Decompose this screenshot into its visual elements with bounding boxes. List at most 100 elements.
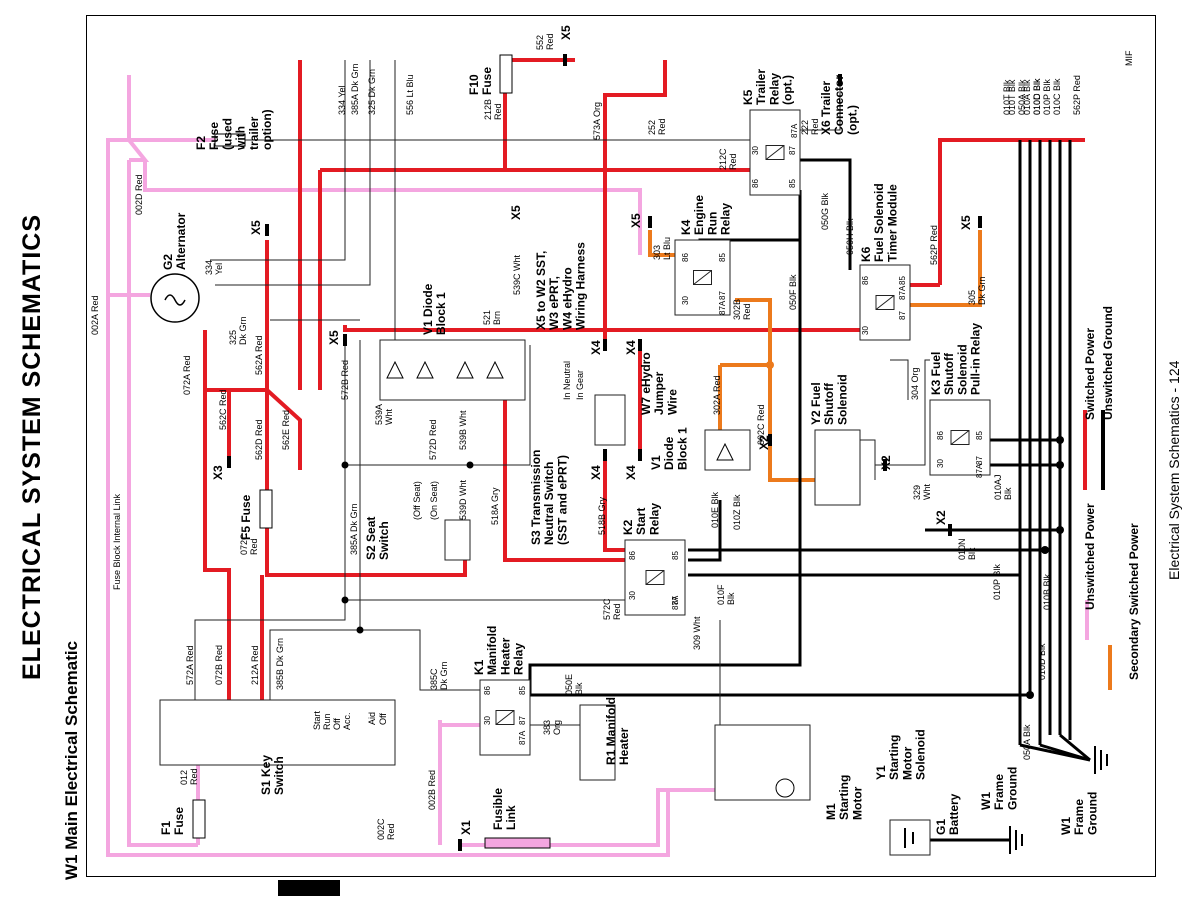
wire-label: 010D Blk: [1037, 643, 1047, 680]
wire-y2: [860, 439, 876, 480]
relay-pin-label: 87: [788, 146, 797, 155]
connector-pin: [978, 216, 982, 228]
wire-label: 010AJBlk: [993, 474, 1013, 500]
wire-label: 010B Blk: [1042, 573, 1052, 610]
wire-label: 002B Red: [427, 770, 437, 810]
relay-pin-label: 87A: [718, 300, 727, 315]
wire-label: 385A Dk Grn: [349, 503, 359, 555]
wire-label: 302C Red: [756, 404, 766, 445]
wire-label: 562C Red: [218, 389, 228, 430]
wire-305: [905, 230, 982, 307]
diode-symbol: [386, 360, 404, 379]
wire-385c: [360, 629, 480, 691]
relay-pin-label: 30: [681, 296, 690, 305]
wire-label: 325Dk Grn: [228, 316, 248, 345]
wire-label: 010T Blk: [1002, 79, 1012, 115]
label-f2: F2Fuse(usedwithtraileroption): [194, 109, 274, 151]
wire-layer: [106, 58, 1091, 857]
key-switch-s1: [159, 699, 396, 766]
wire-562e: [265, 388, 302, 470]
relay-pin-label: 86: [483, 686, 492, 695]
wire-label: 385A Dk Grn: [350, 63, 360, 115]
relay-coil-diagonal: [875, 295, 895, 310]
label-g2: G2Alternator: [161, 212, 188, 270]
connector-pin: [227, 456, 231, 468]
wire-label: 050A Blk: [1017, 79, 1027, 115]
label-v1-a: V1 DiodeBlock 1: [421, 283, 448, 335]
relay-pin-label: 30: [861, 326, 870, 335]
wire-label: 309 Wht: [692, 616, 702, 650]
label-x3: X3: [211, 465, 225, 480]
wire-label: 302A Red: [712, 375, 722, 415]
label-k6: K6Fuel SolenoidTimer Module: [859, 183, 899, 262]
wire-label: 572D Red: [428, 419, 438, 460]
wire-label: 573A Org: [592, 102, 602, 140]
wire-label: 012Red: [179, 768, 199, 785]
wire-label: 552Red: [535, 33, 555, 50]
wire-label: 010D Blk: [1032, 78, 1042, 115]
relay-pin-label: 87: [718, 291, 727, 300]
wire-539b: [470, 345, 531, 466]
wire-ground-merge-3: [1059, 733, 1091, 762]
relay-pin-label: 87: [898, 311, 907, 320]
wire-302c: [720, 363, 815, 482]
legend-secondary-switched-power: Secondary Switched Power: [1127, 523, 1141, 680]
label-x1: X1: [459, 820, 473, 835]
seat-switch-label: (Off Seat): [412, 481, 422, 520]
label-w1-a: W1FrameGround: [979, 767, 1019, 810]
connector-pin: [603, 449, 607, 461]
wire-label: 518A Gry: [490, 487, 500, 525]
relay-pin-label: 85: [788, 179, 797, 188]
wire-label: 303Lt Blu: [652, 237, 672, 260]
wire-label: 325 Dk Grn: [367, 69, 377, 115]
alternator-symbol: [150, 273, 200, 323]
relay-coil-diagonal: [693, 270, 712, 285]
key-switch-label: Off: [332, 718, 342, 730]
wire-002a-f1: [127, 160, 198, 847]
diode-symbol: [716, 442, 734, 461]
label-fusible-link: FusibleLink: [491, 788, 518, 830]
wire-label: 010P Blk: [1042, 79, 1052, 115]
seat-switch-label: (On Seat): [429, 481, 439, 520]
wire-label: 562E Red: [281, 410, 291, 450]
wire-572a: [194, 340, 346, 705]
wire-label: 539B Wht: [458, 410, 468, 450]
wire-label: 072B Red: [214, 645, 224, 685]
label-f1: F1Fuse: [159, 807, 186, 835]
label-x5-harness: X5 to W2 SST,W3 ePRT,W4 eHydroWiring Har…: [534, 242, 588, 330]
relay-pin-label: 30: [936, 459, 945, 468]
manifold-heater-r1: [579, 704, 616, 781]
wire-label: 383Org: [542, 720, 562, 735]
splice-dot: [341, 461, 349, 469]
wire-label: 212BRed: [483, 99, 503, 120]
wire-x6: [800, 85, 841, 131]
splice-dot: [1056, 461, 1064, 469]
relay-pin-label: 87: [975, 456, 984, 465]
fuse-f1: [192, 799, 206, 839]
label-s1: S1 KeySwitch: [259, 755, 286, 795]
connector-pin: [768, 434, 772, 446]
wire-ground-merge-2: [1039, 743, 1091, 762]
fuse-f10: [499, 54, 513, 94]
label-x5: X5: [629, 213, 643, 228]
relay-pin-label: 85: [518, 686, 527, 695]
label-k1: K1ManifoldHeaterRelay: [472, 626, 526, 675]
label-fuse-block-link: Fuse Block Internal Link: [112, 493, 122, 590]
label-x5: X5: [959, 215, 973, 230]
label-y2: Y2 FuelShutoffSolenoid: [809, 374, 849, 425]
wire-label: 212CRed: [718, 148, 738, 170]
label-y1: Y1StartingMotorSolenoid: [874, 729, 928, 780]
wire-302b: [735, 298, 772, 365]
neutral-switch-label: In Neutral: [562, 361, 572, 400]
relay-pin-label: 86: [936, 431, 945, 440]
label-x2: X2: [757, 435, 771, 450]
wire-label: 072CRed: [239, 533, 259, 555]
label-x2: X2: [879, 455, 893, 470]
relay-coil-diagonal: [950, 430, 970, 445]
wire-label: 252Red: [647, 118, 667, 135]
splice-dot: [1041, 546, 1049, 554]
relay-pin-label: 85: [975, 431, 984, 440]
fusible-link-symbol: [484, 837, 551, 849]
